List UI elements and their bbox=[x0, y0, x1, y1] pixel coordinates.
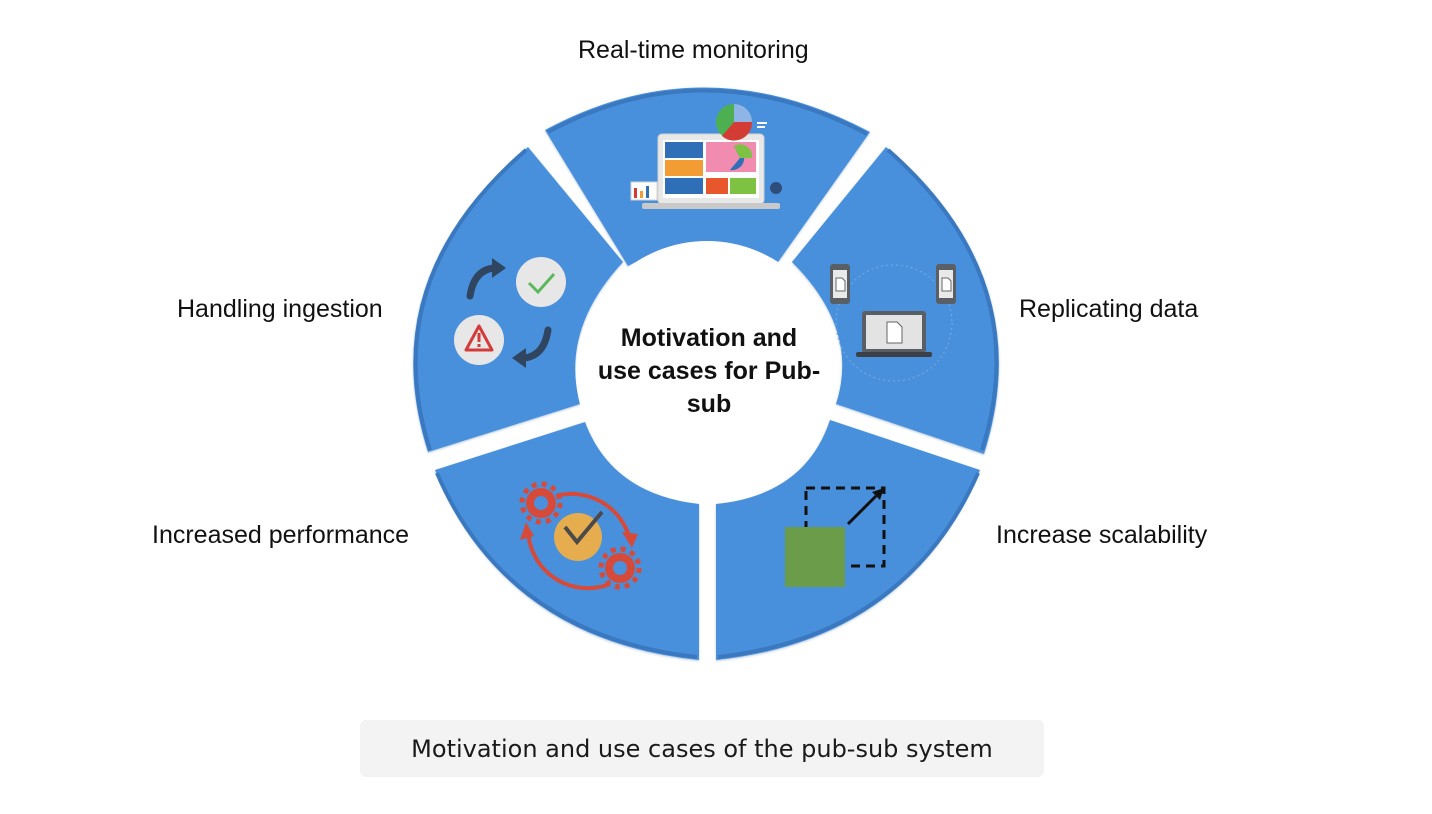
label-increased-performance: Increased performance bbox=[152, 521, 410, 549]
label-increase-scalability: Increase scalability bbox=[996, 521, 1208, 549]
segment-lower-left-edge bbox=[435, 472, 698, 659]
ingestion-cycle-icon bbox=[454, 257, 566, 368]
segment-lower-right bbox=[716, 420, 980, 660]
replication-devices-icon bbox=[830, 264, 956, 382]
redo-arrow-icon bbox=[466, 264, 498, 300]
caption-box: Motivation and use cases of the pub-sub … bbox=[360, 720, 1044, 777]
segment-upper-right-edge bbox=[886, 148, 999, 451]
gear-icon bbox=[598, 546, 642, 590]
segment-lower-right-edge bbox=[717, 472, 980, 659]
undo-arrow-icon bbox=[520, 326, 552, 362]
label-replicating-data: Replicating data bbox=[1019, 295, 1199, 323]
dashboard-laptop-icon bbox=[630, 104, 782, 209]
label-real-time-monitoring: Real-time monitoring bbox=[578, 36, 809, 64]
center-circle bbox=[576, 241, 838, 503]
scale-up-icon bbox=[785, 486, 886, 587]
center-title: Motivation and use cases for Pub-sub bbox=[597, 324, 821, 418]
caption-text: Motivation and use cases of the pub-sub … bbox=[411, 734, 993, 763]
gears-cycle-icon bbox=[519, 481, 642, 591]
label-handling-ingestion: Handling ingestion bbox=[177, 295, 383, 323]
segment-upper-right bbox=[792, 147, 999, 454]
segment-upper-left bbox=[413, 147, 623, 452]
segment-top-edge bbox=[547, 88, 868, 136]
segment-upper-left-edge bbox=[413, 148, 528, 451]
gear-icon bbox=[519, 481, 563, 525]
